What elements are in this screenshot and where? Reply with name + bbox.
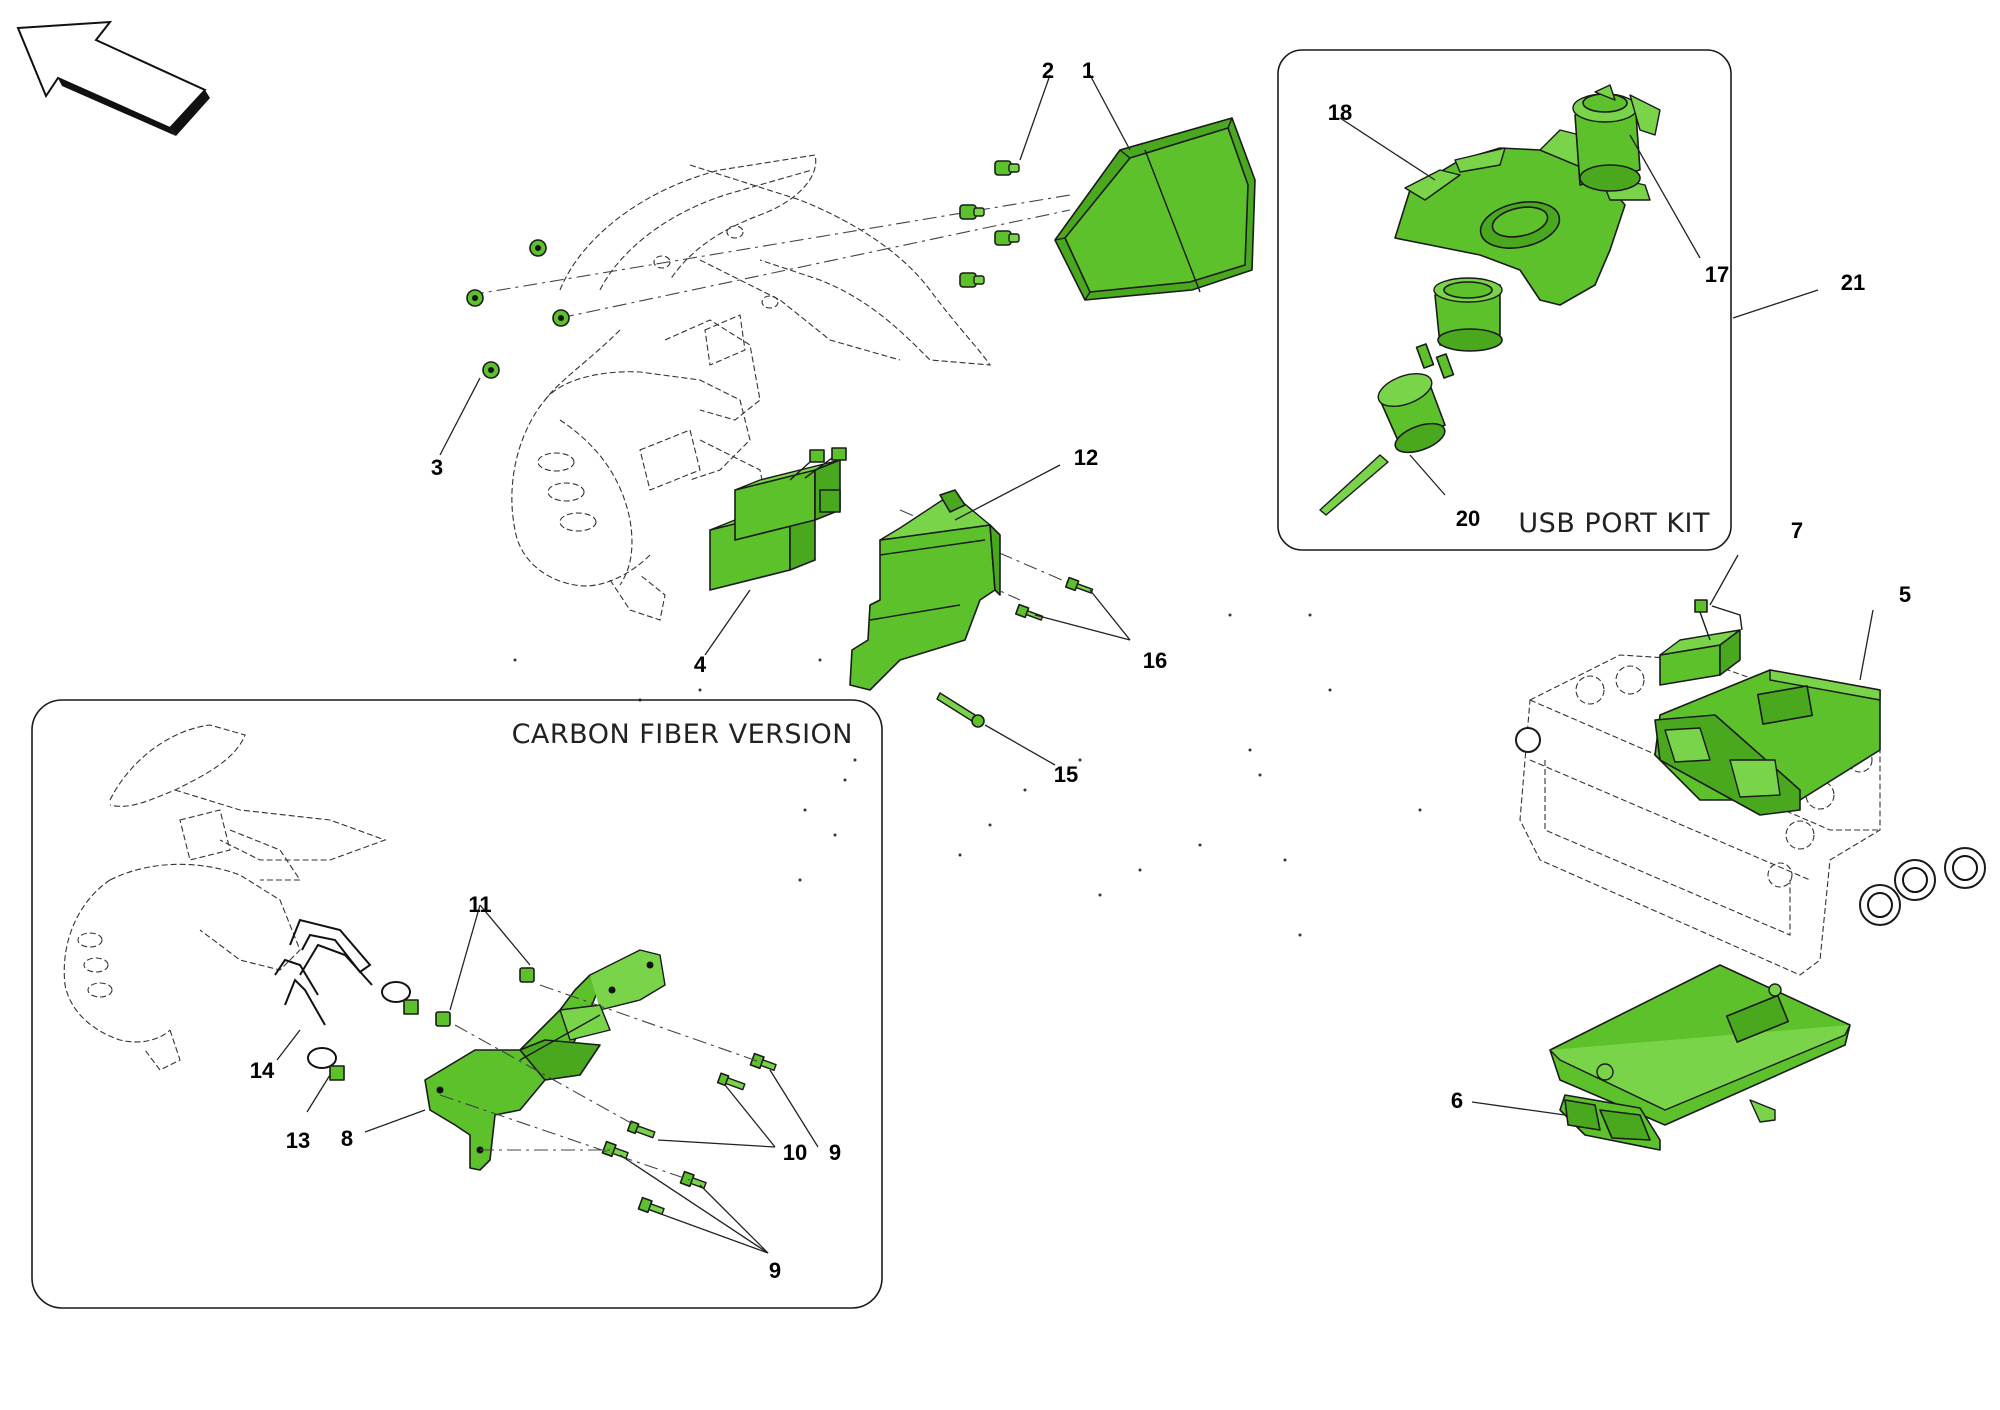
callout-3: 3 xyxy=(431,455,443,480)
part-13-clips xyxy=(307,981,419,1081)
part-20-usb-cable-connector xyxy=(1319,343,1455,516)
part-16-screws xyxy=(1014,576,1094,621)
callout-14: 14 xyxy=(250,1058,275,1083)
callout-4: 4 xyxy=(694,652,707,677)
part-2-mounting-studs xyxy=(959,160,1020,288)
ecu-round-connectors xyxy=(1515,727,1986,926)
callout-9a: 9 xyxy=(829,1140,841,1165)
part-9-screws xyxy=(601,1052,777,1215)
callout-2: 2 xyxy=(1042,58,1054,83)
carbon-fiber-version-panel: CARBON FIBER VERSION xyxy=(31,699,883,1309)
part-6-control-board xyxy=(1549,964,1851,1151)
scatter-dots xyxy=(513,613,1422,937)
part-5-ecu-unit xyxy=(1654,669,1881,816)
callout-20: 20 xyxy=(1456,506,1480,531)
part-1-instrument-display xyxy=(1054,117,1256,301)
part-15-long-screw xyxy=(936,692,985,728)
callout-15: 15 xyxy=(1054,762,1078,787)
callout-6: 6 xyxy=(1451,1088,1463,1113)
usb-port-kit-panel: USB PORT KIT xyxy=(1277,49,1732,551)
callout-10: 10 xyxy=(783,1140,807,1165)
callout-1: 1 xyxy=(1082,58,1094,83)
carbon-dashboard-ghost xyxy=(63,724,387,1071)
carbon-fiber-version-title: CARBON FIBER VERSION xyxy=(512,719,853,750)
callout-17: 17 xyxy=(1705,262,1729,287)
callout-12: 12 xyxy=(1074,445,1098,470)
callout-8: 8 xyxy=(341,1126,353,1151)
callout-21: 21 xyxy=(1841,270,1865,295)
callout-18: 18 xyxy=(1328,100,1352,125)
callout-16: 16 xyxy=(1143,648,1167,673)
part-12-bracket xyxy=(849,489,1001,691)
part-4-relay-module xyxy=(709,447,847,591)
callout-13: 13 xyxy=(286,1128,310,1153)
part-14-cable-ties xyxy=(274,918,373,1026)
part-11-nuts xyxy=(435,967,535,1027)
part-8-bracket xyxy=(424,949,666,1171)
callout-5: 5 xyxy=(1899,582,1911,607)
part-17-usb-socket-cap xyxy=(1572,84,1661,192)
callout-7: 7 xyxy=(1791,518,1803,543)
part-10-studs xyxy=(626,1072,746,1139)
usb-ring xyxy=(1433,277,1503,352)
front-direction-arrow-icon xyxy=(16,20,210,136)
part-7-small-module xyxy=(1659,599,1743,686)
part-3-nuts xyxy=(466,239,570,379)
dashboard-frame-ghost xyxy=(511,154,992,621)
callout-9b: 9 xyxy=(769,1258,781,1283)
usb-port-kit-title: USB PORT KIT xyxy=(1518,508,1710,539)
callout-11: 11 xyxy=(468,892,491,917)
